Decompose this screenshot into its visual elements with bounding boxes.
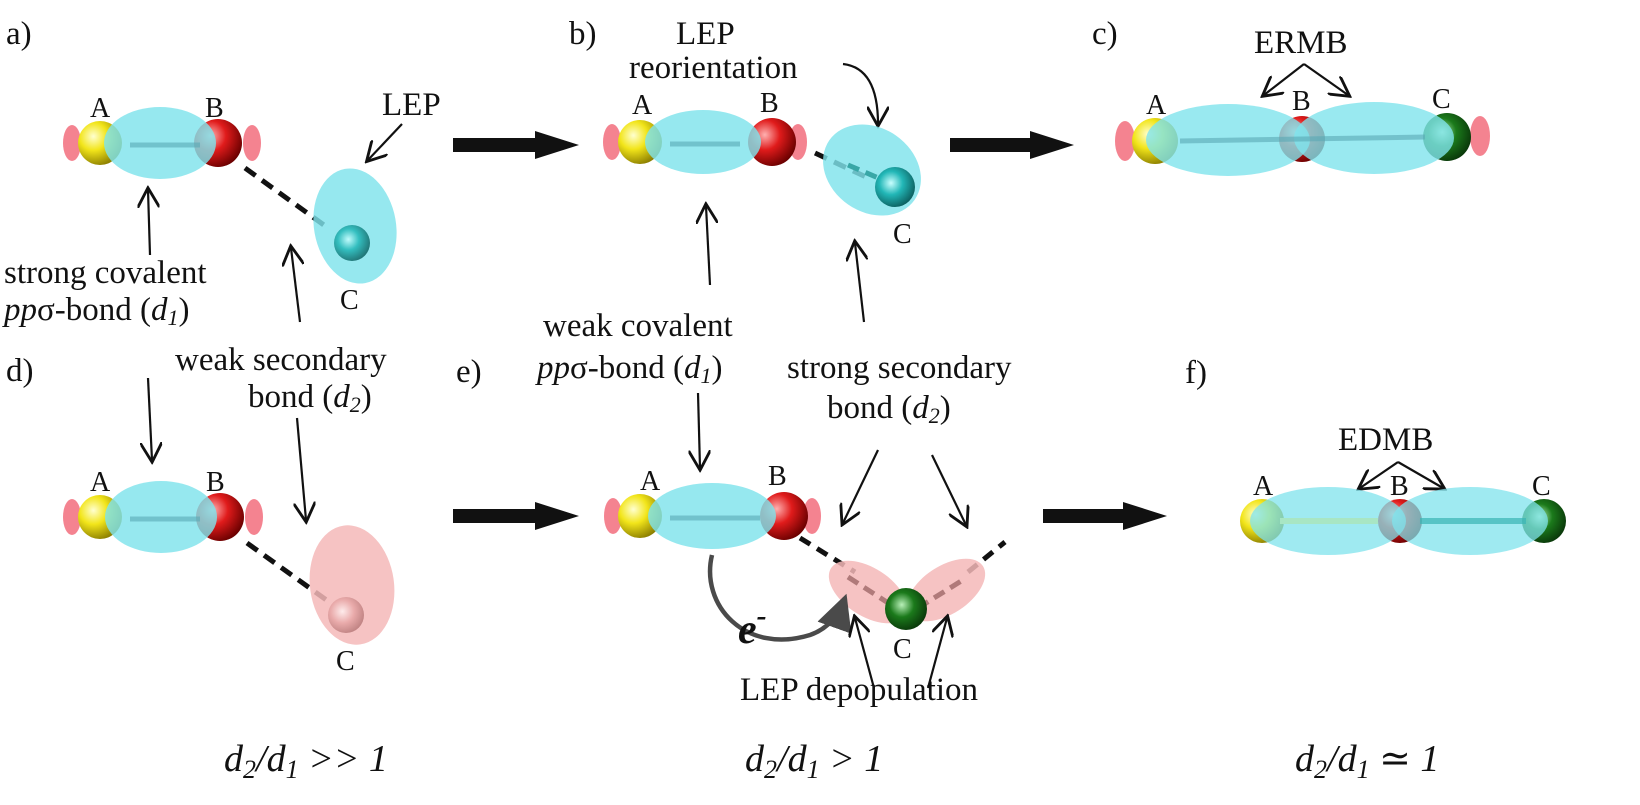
atom-a-label: A [632,90,653,121]
electron-symbol: e- [738,599,767,653]
lone-pair-lobe [1470,116,1490,156]
lep-depopulation-label: LEP depopulation [740,672,978,708]
panel-e: e) e- A B C LEP depopulation [456,354,1007,708]
ermb-arrow-right [1303,63,1348,95]
weak-covalent-annotation: weak covalent ppσ-bond (d1) [535,308,733,388]
atom-c-label: C [893,634,912,665]
transition-arrow-b-c [950,131,1074,159]
atom-a-label: A [90,467,111,498]
atom-c-label: C [336,646,355,677]
transition-arrow-a-b [453,131,579,159]
atom-c-label: C [893,219,912,250]
weak-secondary-annotation: weak secondary bond (d2) [175,342,387,417]
atom-b-sphere [760,492,808,540]
atom-c-sphere [875,167,915,207]
reorientation-arrow [842,62,878,124]
weak-secondary-line1: weak secondary [175,342,387,378]
ermb-label: ERMB [1254,25,1348,61]
lep-arrow [368,123,403,160]
lone-pair-lobe [803,498,821,534]
covalent-bond-pointer-arrow [706,206,710,286]
panel-d-label: d) [6,353,34,389]
atom-a-label: A [640,466,661,497]
panel-c-label: c) [1092,16,1118,52]
lone-pair-lobe [63,125,81,161]
ratio-label: d2/d1 ≃ 1 [1295,738,1439,784]
strong-secondary-annotation: strong secondary bond (d2) [787,350,1012,428]
panel-a-label: a) [6,16,32,52]
atom-c-sphere [334,225,370,261]
panel-b-label: b) [569,16,597,52]
panel-d: d) A B C [6,353,395,677]
atom-a-label: A [1146,90,1167,121]
edmb-arrow-left [1360,461,1399,488]
atom-c-label: C [1532,471,1551,502]
ratio-label: d2/d1 >> 1 [224,738,388,784]
ratio-label: d2/d1 > 1 [745,738,883,784]
covalent-bond-stick [1179,134,1426,144]
atom-b-label: B [1292,86,1311,117]
panel-e-label: e) [456,354,482,390]
ermb-arrow-left [1264,63,1305,95]
weak-covalent-line1: weak covalent [543,308,733,344]
depopulation-arrow-left [855,618,876,689]
atom-c-sphere [328,597,364,633]
electron-transfer-arrow [707,554,852,642]
covalent-bond-pointer-arrow [148,190,150,256]
secondary-bond-pointer-arrow [297,417,306,520]
atom-c-label: C [340,285,359,316]
strong-covalent-annotation: strong covalent ppσ-bond (d1) [2,255,207,330]
atom-a-sphere [618,494,662,538]
weak-covalent-line2: ppσ-bond (d1) [535,350,723,388]
lep-reorientation-line1: LEP [676,16,735,52]
transition-arrow-d-e [453,502,579,530]
secondary-bond-dashed-left [798,535,857,575]
ratio-row: d2/d1 >> 1 d2/d1 > 1 d2/d1 ≃ 1 [224,738,1439,784]
strong-covalent-line1: strong covalent [4,255,207,291]
atom-b-label: B [206,467,225,498]
panel-a: a) A B C LEP [6,16,441,323]
atom-c-label: C [1432,84,1451,115]
atom-a-label: A [1253,471,1274,502]
atom-c-sphere [885,588,927,630]
lone-pair-lobe [63,499,81,535]
lone-pair-lobe [245,499,263,535]
panel-b: b) LEP reorientation A B C [569,16,921,323]
atom-b-label: B [760,88,779,119]
lone-pair-lobe [1115,121,1135,161]
strong-covalent-line2: ppσ-bond (d1) [2,292,190,330]
atom-a-label: A [90,93,111,124]
lone-pair-lobe [243,125,261,161]
lep-reorientation-line2: reorientation [629,50,798,86]
secondary-bond-pointer-arrow-right [931,454,966,525]
covalent-bond-pointer-arrow [148,377,152,460]
secondary-bond-pointer-arrow-left [843,449,879,523]
atom-b-label: B [1390,471,1409,502]
weak-secondary-line2: bond (d2) [248,379,372,417]
strong-secondary-line2: bond (d2) [827,390,951,428]
edmb-label: EDMB [1338,422,1433,458]
transition-arrow-e-f [1043,502,1167,530]
panel-f-label: f) [1185,355,1207,391]
covalent-bond-pointer-arrow [698,392,700,468]
atom-b-label: B [768,461,787,492]
lone-pair-lobe [603,124,621,160]
lone-pair-lobe [604,498,622,534]
atom-b-sphere [748,118,796,166]
lep-label: LEP [382,87,441,123]
lone-electron-pair-cloud [823,124,921,216]
panel-c: c) ERMB A B C [1092,16,1490,176]
panel-f: f) EDMB A B C [1185,355,1566,555]
depopulation-arrow-right [926,618,947,689]
edmb-arrow-right [1397,461,1443,488]
atom-b-label: B [205,93,224,124]
secondary-bond-pointer-arrow [291,248,300,323]
strong-secondary-line1: strong secondary [787,350,1012,386]
secondary-bond-pointer-arrow [855,243,864,323]
